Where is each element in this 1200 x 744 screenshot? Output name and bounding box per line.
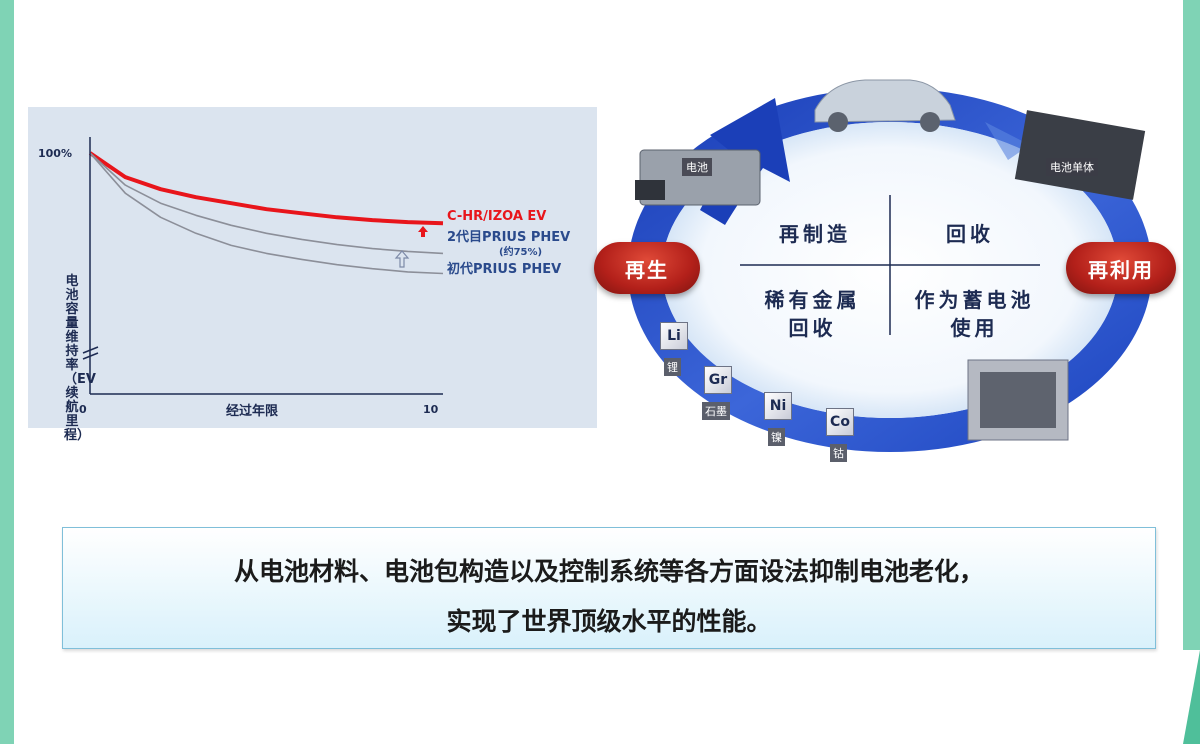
legend-prius-2: 2代目PRIUS PHEV	[447, 229, 570, 245]
cycle-arrow-top-right	[985, 122, 1030, 160]
battery-pack-image	[635, 149, 761, 206]
right-accent-triangle	[1183, 650, 1200, 744]
badge-regenerate: 再生	[594, 242, 700, 294]
axis-break-mark-2	[82, 352, 99, 360]
improvement-arrow-gray	[394, 250, 410, 268]
element-gr-label: 石墨	[702, 402, 730, 420]
battery-cells-image	[1014, 110, 1146, 200]
series-line-3	[89, 152, 444, 275]
improvement-arrow-red	[418, 226, 428, 237]
element-ni-label: 镍	[768, 428, 785, 446]
annotation-75: (约75%)	[499, 245, 542, 258]
x-tick-10: 10	[423, 403, 439, 416]
x-axis-title: 经过年限	[226, 403, 279, 419]
y-axis-title: 电池容量维持率（EV续航里程）	[64, 274, 96, 443]
quad-remanufacture: 再制造	[779, 222, 851, 246]
element-co-label: 钴	[830, 444, 847, 462]
battery-cycle-diagram: 电池 电池单体 再生 再利用 再制造 回收 稀有金属 回收 作为蓄电池 使用 L…	[590, 60, 1190, 480]
element-co: Co	[826, 408, 854, 436]
quad-storage-use: 作为蓄电池 使用	[914, 288, 1035, 340]
right-accent-bar	[1183, 0, 1200, 650]
quad-rare-metal-recovery: 稀有金属 回收	[764, 288, 861, 340]
cell-tag: 电池单体	[1046, 158, 1098, 176]
x-tick-0: 0	[79, 403, 87, 416]
storage-battery-image	[967, 359, 1069, 441]
element-li-label: 锂	[664, 358, 681, 376]
summary-line-1: 从电池材料、电池包构造以及控制系统等各方面设法抑制电池老化，	[233, 557, 984, 586]
quad-recycle: 回收	[946, 222, 994, 246]
summary-box: 从电池材料、电池包构造以及控制系统等各方面设法抑制电池老化， 实现了世界顶级水平…	[62, 527, 1156, 649]
y-axis-title-text: 电池容量维持率（EV续航里程）	[64, 274, 96, 443]
y-tick-100: 100%	[38, 147, 72, 160]
left-accent-bar	[0, 0, 14, 744]
legend-prius-1: 初代PRIUS PHEV	[447, 261, 561, 277]
car-image	[814, 79, 956, 132]
battery-tag: 电池	[682, 158, 712, 176]
series-line-2	[89, 152, 444, 255]
element-ni: Ni	[764, 392, 792, 420]
chart-svg: 100% 0 10 经过年限 C-HR/IZOA EV 2代目PRIUS PHE…	[38, 137, 570, 419]
summary-line-2: 实现了世界顶级水平的性能。	[446, 607, 772, 636]
capacity-chart: 100% 0 10 经过年限 C-HR/IZOA EV 2代目PRIUS PHE…	[28, 107, 597, 443]
legend-chr-izoa: C-HR/IZOA EV	[447, 209, 546, 224]
series-line-1	[88, 151, 444, 226]
axis-break-mark-1	[82, 346, 99, 354]
element-li: Li	[660, 322, 688, 350]
element-gr: Gr	[704, 366, 732, 394]
badge-reuse: 再利用	[1066, 242, 1176, 294]
